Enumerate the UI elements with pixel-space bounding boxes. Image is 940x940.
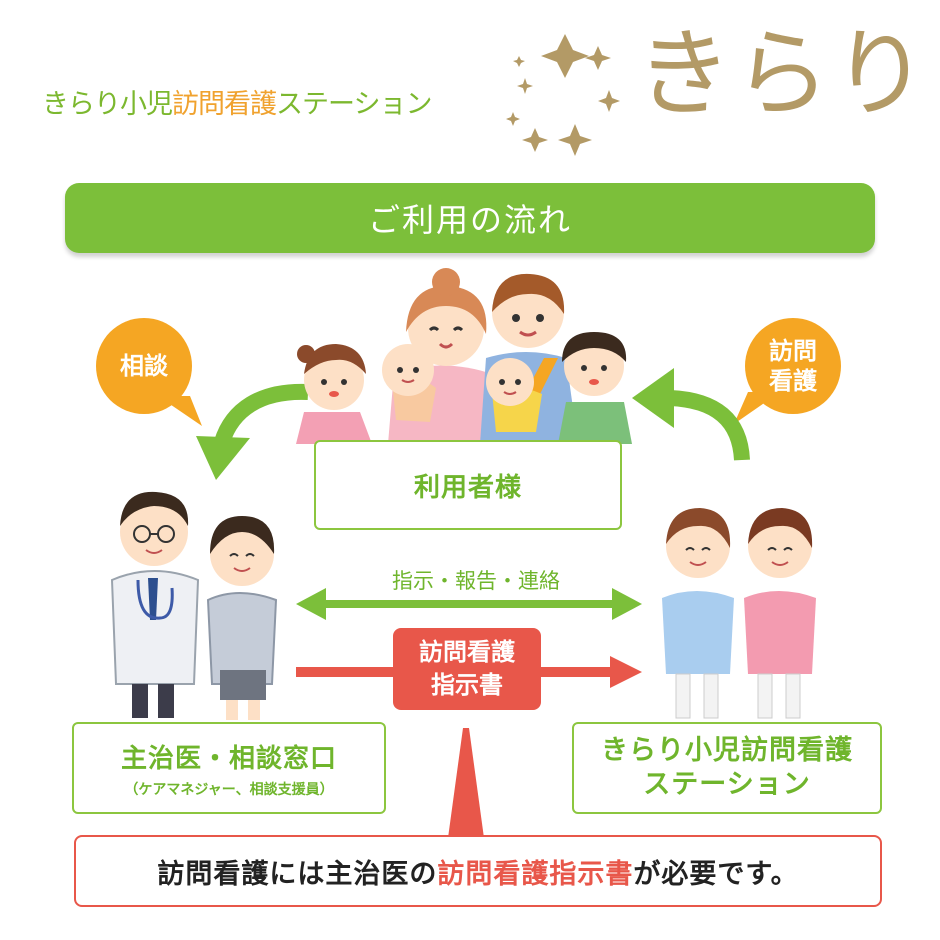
order-pointer-icon [448,728,484,838]
double-arrow-icon [296,588,642,620]
family-illustration-icon [296,268,632,444]
station-box: きらり小児訪問看護 ステーション [572,722,882,814]
order-label-line1: 訪問看護 [419,638,515,666]
nurses-illustration-icon [662,508,816,719]
visit-label-line1: 訪問 [769,337,817,365]
order-box: 訪問看護 指示書 [393,628,541,710]
note-part1: 訪問看護には主治医の [157,858,438,890]
doctor-box: 主治医・相談窓口 （ケアマネジャー、相談支援員） [72,722,386,814]
title-bar: ご利用の流れ [65,183,875,253]
user-box: 利用者様 [314,440,622,530]
curved-arrow-right-icon [632,368,750,461]
consult-label: 相談 [120,352,168,380]
station-label-line1: きらり小児訪問看護 [601,735,853,766]
requirement-note: 訪問看護には主治医の訪問看護指示書が必要です。 [74,835,882,907]
curved-arrow-left-icon [196,383,309,480]
consult-bubble-tail-icon [158,396,202,426]
note-part2: 訪問看護指示書 [437,858,634,890]
sparkle-logo-icon [506,34,620,156]
page-title: ご利用の流れ [367,201,572,239]
instruction-label: 指示・報告・連絡 [392,569,560,593]
user-label: 利用者様 [413,472,522,503]
brand-name: きらり小児訪問看護ステーション [42,82,432,121]
brand-name-part4: ステーション [276,89,432,120]
doctor-staff-illustration-icon [110,491,278,720]
consult-bubble: 相談 [96,318,192,414]
brand-name-part1: きらり [42,89,121,120]
doctor-label: 主治医・相談窓口 [120,744,337,774]
visit-bubble: 訪問 看護 [745,318,841,414]
note-part3: が必要です。 [633,858,799,890]
brand-name-part2: 小児 [120,89,173,120]
brand-name-part3: 訪問看護 [172,89,277,120]
doctor-sublabel: （ケアマネジャー、相談支援員） [124,782,334,798]
visit-bubble-tail-icon [734,392,780,424]
order-label-line2: 指示書 [431,671,503,699]
station-label-line2: ステーション [643,769,811,800]
logo-wordmark: きらり [636,18,930,130]
visit-label-line2: 看護 [769,367,817,395]
